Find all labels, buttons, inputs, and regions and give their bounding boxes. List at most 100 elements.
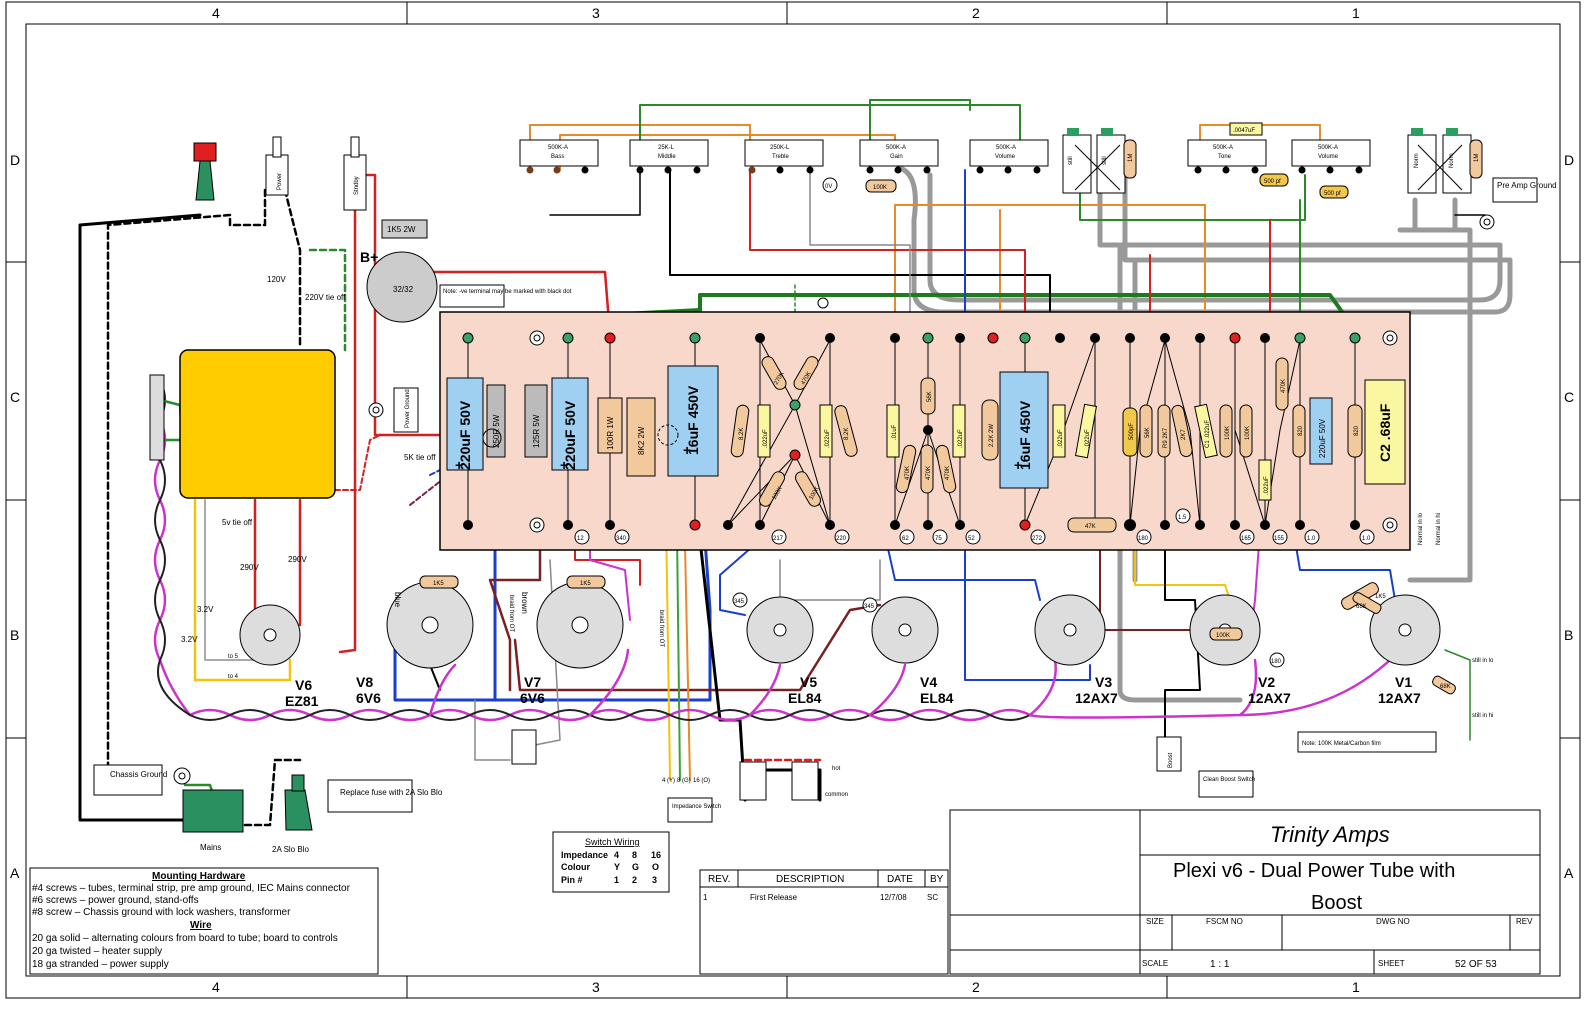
tube-type: 12AX7 — [1248, 690, 1291, 706]
rev-cell: 12/7/08 — [880, 893, 907, 902]
res-470k-e-label: 470K — [1281, 379, 1287, 393]
tube-v6: V6 EZ81 — [239, 604, 319, 709]
tp-label: 340 — [616, 536, 627, 542]
tube-id: V1 — [1395, 674, 1412, 690]
tube-id: V2 — [1258, 674, 1275, 690]
tp-label: 52 — [968, 536, 975, 542]
sw-cell: G — [632, 862, 639, 872]
cap-500pf-label: 500pF — [1129, 423, 1135, 440]
mains-label: Mains — [200, 843, 221, 852]
tp-label: 62 — [902, 536, 909, 542]
tube-v2: 100K 180 V2 12AX7 — [1189, 594, 1291, 706]
res-820-b — [1347, 404, 1363, 458]
company-name: Trinity Amps — [1270, 822, 1390, 847]
mounting-line: #8 screw – Chassis ground with lock wash… — [32, 907, 291, 918]
res-8-2k-b-label: 8.2K — [844, 428, 850, 440]
impedance-switch[interactable] — [667, 797, 713, 823]
cap-220uf-2 — [551, 377, 589, 471]
row-label-right: D — [1564, 152, 1574, 168]
tube-type: 12AX7 — [1378, 690, 1421, 706]
pot-name: Bass — [551, 154, 564, 160]
col-label-bottom: 3 — [592, 979, 600, 995]
res-250r-label: 250R 5W — [492, 414, 501, 448]
res-100k-c-label: 100K — [1225, 426, 1231, 440]
res-2k7-label: 2K7 — [1181, 429, 1187, 440]
res-1k5-v8: 1K5 — [433, 581, 444, 587]
col-label-top: 3 — [592, 5, 600, 21]
cap-500pf — [1122, 407, 1138, 457]
rev-header: DATE — [887, 874, 913, 885]
col-label-top: 4 — [212, 5, 220, 21]
row-label-left: D — [10, 152, 20, 168]
tp-label: 180 — [1271, 659, 1282, 665]
tp-label: 220 — [836, 536, 847, 542]
res-1m: 1M — [1128, 154, 1134, 162]
mounting-line: #4 screws – tubes, terminal strip, pre a… — [32, 883, 351, 894]
to4-label: to 4 — [228, 674, 239, 680]
res-47k-label: 47K — [1085, 524, 1096, 530]
pre-amp-ground: Pre Amp Ground — [1479, 177, 1557, 230]
pot-value: 500K-A — [1318, 145, 1338, 151]
tp-label: 1.5 — [1178, 515, 1187, 521]
tube-v1: V1 12AX7 68K 1K5 68K still in lo still i… — [1341, 512, 1494, 719]
switch-wiring-title: Switch Wiring — [585, 837, 640, 847]
pot-value: 500K-A — [996, 145, 1016, 151]
output-section: Boost Clean Boost Switch Note: 100K Meta… — [511, 729, 1437, 823]
rev-header: BY — [930, 874, 944, 885]
res-100k-a — [759, 471, 785, 507]
can-cap-label: 32/32 — [393, 285, 414, 294]
res-470k-c-label: 470K — [926, 466, 932, 480]
boost-switch-label: Boost — [1168, 752, 1174, 768]
scale-label: SCALE — [1142, 959, 1168, 968]
normal-lo-label: Normal in lo — [1418, 512, 1424, 545]
sw-cell: Y — [614, 862, 620, 872]
pot-value: 250K-L — [770, 145, 790, 151]
pot-name: Gain — [890, 154, 903, 160]
switch-wiring-box: Switch Wiring Impedance 4 8 16 Colour Y … — [552, 831, 670, 893]
cap-022-a-label: .022uF — [763, 429, 769, 448]
pot-name: Tone — [1218, 154, 1232, 160]
sw-cell: 2 — [632, 875, 637, 885]
title-line-1: Plexi v6 - Dual Power Tube with — [1173, 860, 1455, 882]
tp-label: 180 — [1138, 536, 1149, 542]
cap-022-c-label: .022uF — [958, 429, 964, 448]
to5-label: to 5 — [228, 654, 239, 660]
fuse-label: 2A Slo Blo — [272, 845, 309, 854]
res-470k-b — [895, 444, 917, 494]
cap-0047: .0047uF — [1233, 128, 1255, 134]
cap-c1-label: C1 .022uF — [1205, 420, 1211, 448]
sw-cell: Pin # — [561, 875, 583, 885]
size-label: SIZE — [1146, 917, 1164, 926]
tp-label: 345 — [864, 604, 875, 610]
pot-tone: 500K-A Tone .0047uF — [1187, 122, 1267, 174]
sw-cell: Colour — [561, 862, 590, 872]
res-100k-b — [795, 471, 821, 507]
col-label-bottom: 1 — [1352, 979, 1360, 995]
pot-bass: 500K-A Bass — [519, 139, 599, 174]
res-56k-a — [920, 377, 936, 415]
v290b-label: 290V — [288, 555, 307, 564]
pot-value: 500K-A — [886, 145, 906, 151]
mounting-hardware-box: Mounting Hardware #4 screws – tubes, ter… — [29, 867, 379, 975]
polarity-plus: + — [683, 442, 691, 458]
res-47k — [1067, 517, 1117, 533]
k5-label: 5K tie off — [404, 453, 436, 462]
tp-label: 155 — [1274, 536, 1285, 542]
cap-022-d — [1052, 404, 1066, 458]
res-8k2-label: 8K2 2W — [637, 426, 646, 455]
imp-pin-label: 8 (G) — [677, 778, 691, 784]
sw-cell: 16 — [651, 850, 661, 860]
mounting-line: #6 screws – power ground, stand-offs — [32, 895, 199, 906]
v220-label: 220V tie off — [305, 293, 346, 302]
res-125r-label: 125R 5W — [532, 414, 541, 448]
res-56k-b-label: 56K — [1145, 427, 1151, 438]
tube-type: 6V6 — [520, 690, 545, 706]
res-8k2 — [626, 397, 656, 477]
cap-022-b — [819, 404, 833, 458]
pot-volume-2: 500K-A Volume 500 pf 500 pf — [1259, 139, 1371, 199]
jack-label: Norm — [1414, 153, 1420, 168]
cap-220uf-1-label: 220uF 50V — [457, 400, 473, 470]
chassis-ground-label: Chassis Ground — [110, 770, 167, 779]
power-transformer — [179, 349, 336, 499]
